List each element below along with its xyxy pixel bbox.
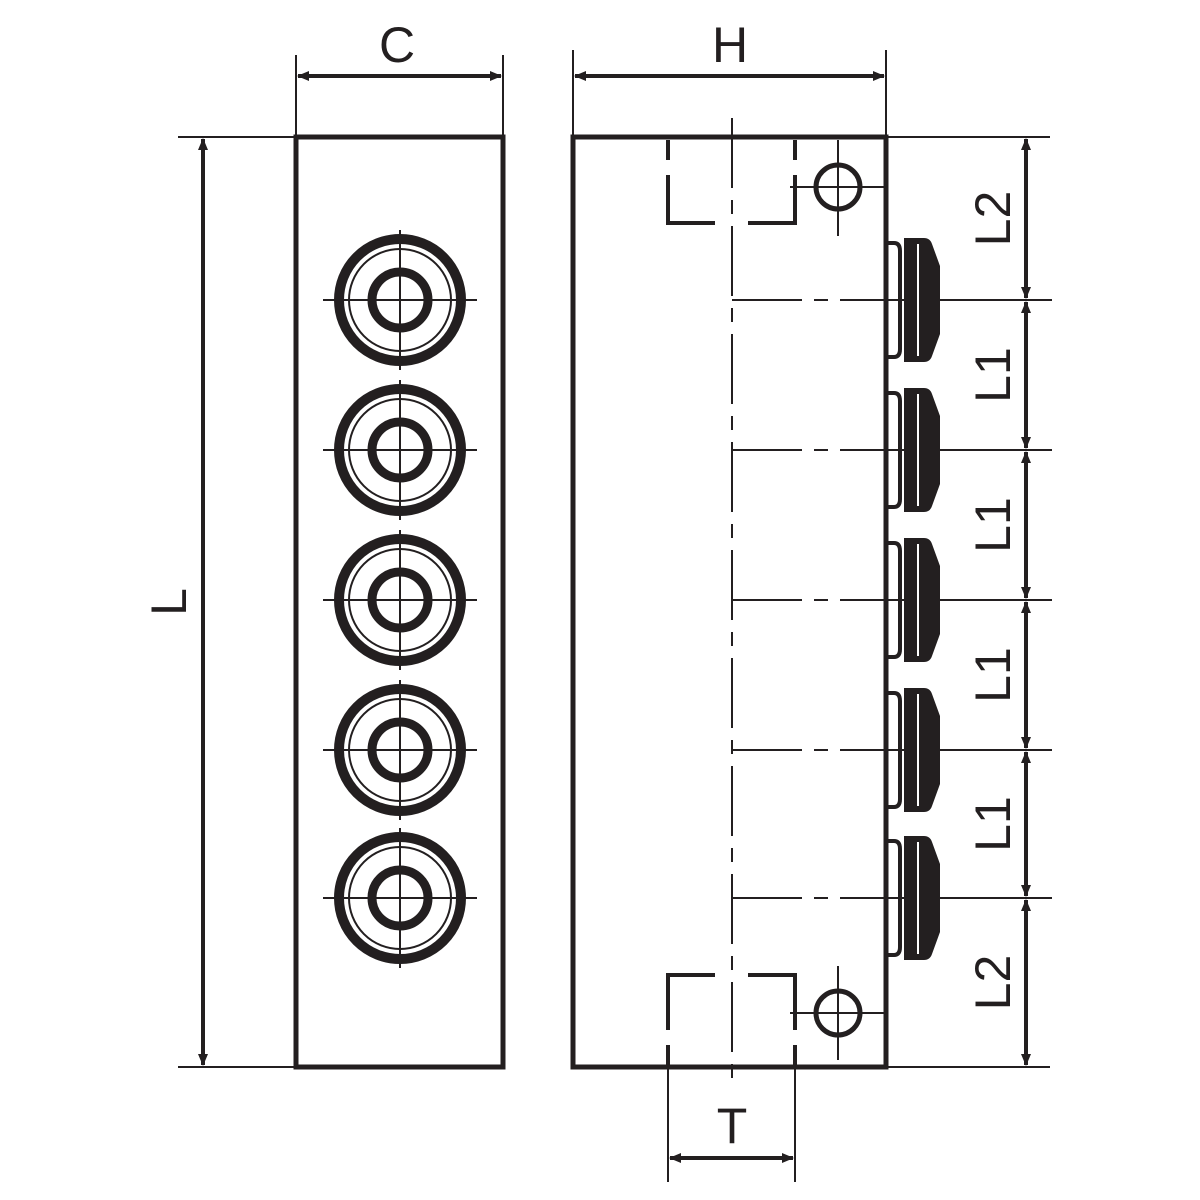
dimension-label-end-pitch-bottom: L2 (965, 955, 1021, 1011)
port-4 (323, 680, 477, 820)
top-mounting-bore-hidden (666, 140, 797, 225)
dimension-label-pitch-2: L1 (965, 497, 1021, 553)
port-3 (323, 530, 477, 670)
bottom-mounting-bore-hidden (666, 973, 797, 1067)
port-2 (323, 380, 477, 520)
bottom-mounting-hole (790, 966, 884, 1060)
push-in-fitting-4 (886, 688, 940, 812)
front-view (293, 134, 506, 1070)
dimension-label-pitch-4: L1 (965, 796, 1021, 852)
dimension-t: T (667, 1067, 796, 1182)
dimension-l: L (141, 136, 296, 1068)
push-in-fitting-3 (886, 538, 940, 662)
port-5 (323, 828, 477, 968)
dimension-h: H (572, 17, 887, 137)
dimension-label-c: C (379, 17, 415, 73)
push-in-fitting-5 (886, 836, 940, 960)
dimension-label-end-pitch-top: L2 (965, 191, 1021, 247)
dimension-label-pitch-3: L1 (965, 647, 1021, 703)
side-body-outline (570, 134, 889, 1070)
dimension-label-t: T (717, 1098, 748, 1154)
push-in-fitting-2 (886, 388, 940, 512)
dimension-label-h: H (712, 17, 748, 73)
dimension-label-l: L (141, 588, 197, 616)
dimension-label-pitch-1: L1 (965, 347, 1021, 403)
dimension-c: C (295, 17, 504, 137)
push-in-fitting-1 (886, 238, 940, 362)
side-view (570, 118, 1052, 1082)
port-1 (323, 230, 477, 370)
front-body-outline (293, 134, 506, 1070)
top-mounting-hole (790, 140, 884, 236)
